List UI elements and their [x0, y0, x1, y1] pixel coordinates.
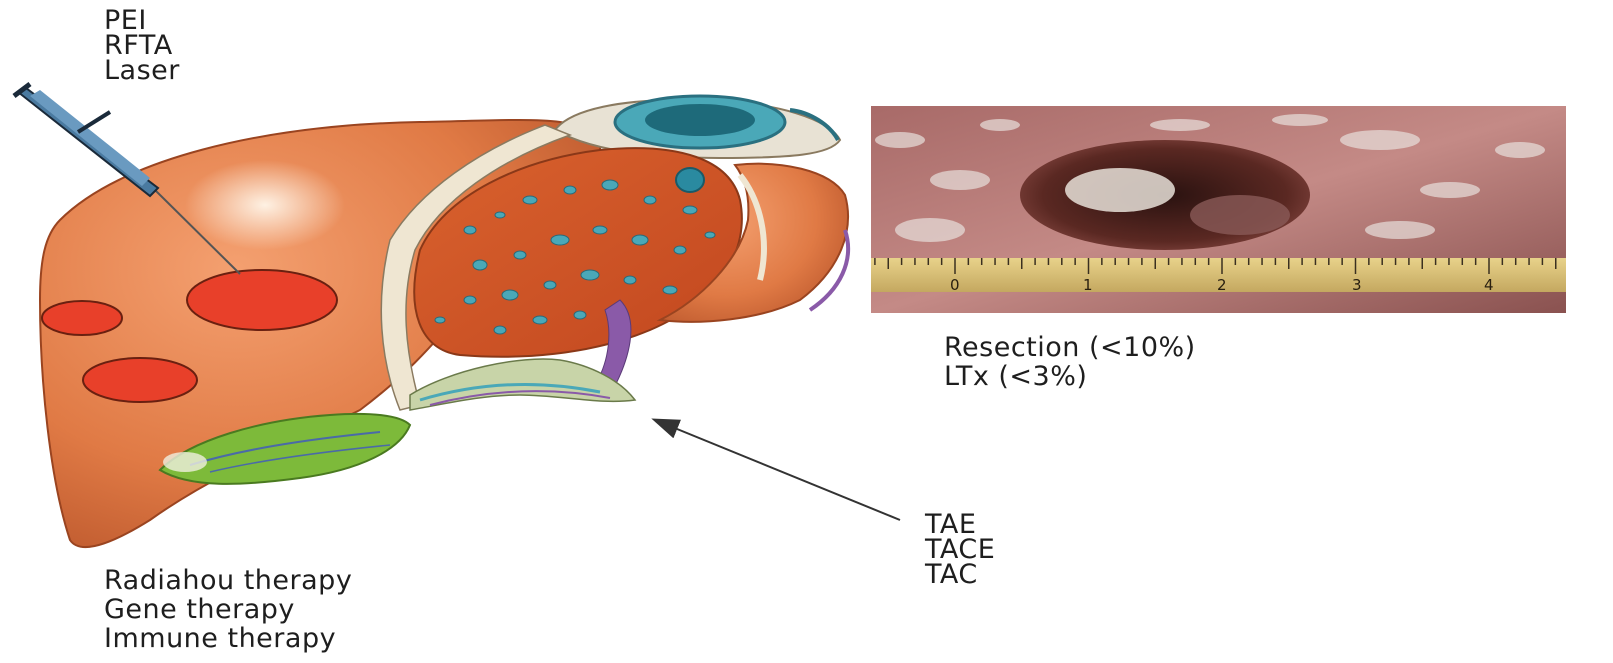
ruler-tick-1: 1 — [1083, 276, 1093, 294]
ruler: 0 1 2 3 4 — [871, 258, 1566, 294]
label-resection: Resection (<10%) — [944, 333, 1196, 362]
ruler-tick-3: 3 — [1352, 276, 1362, 294]
tumor-large — [187, 270, 337, 330]
label-ltx: LTx (<3%) — [944, 362, 1196, 391]
ruler-tick-0: 0 — [950, 276, 960, 294]
liver-illustration — [40, 96, 848, 547]
label-tac: TAC — [925, 562, 995, 587]
liver-highlight — [185, 160, 345, 250]
ruler-tick-4: 4 — [1484, 276, 1494, 294]
ruler-tick-2: 2 — [1217, 276, 1227, 294]
tumor-small-left — [42, 301, 122, 335]
label-gene-therapy: Gene therapy — [104, 595, 352, 624]
ablation-labels: PEI RFTA Laser — [104, 8, 180, 83]
label-radiation-therapy: Radiahou therapy — [104, 566, 352, 595]
label-laser: Laser — [104, 58, 180, 83]
tumor-small-bottom — [83, 358, 197, 402]
systemic-labels: Radiahou therapy Gene therapy Immune the… — [104, 566, 352, 653]
surgery-labels: Resection (<10%) LTx (<3%) — [944, 333, 1196, 391]
resection-photo: 0 1 2 3 4 — [871, 106, 1566, 313]
transarterial-labels: TAE TACE TAC — [925, 512, 995, 587]
label-immune-therapy: Immune therapy — [104, 624, 352, 653]
transarterial-arrow — [655, 420, 900, 520]
